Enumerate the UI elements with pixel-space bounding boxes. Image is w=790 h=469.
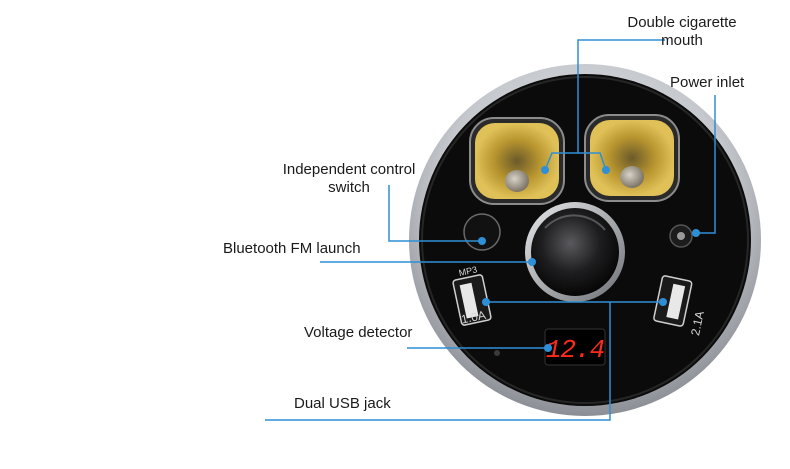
dot-cig-right [602, 166, 610, 174]
dot-usb-right [659, 298, 667, 306]
label-independent-switch: Independent control switch [270, 161, 428, 197]
dot-usb-left [482, 298, 490, 306]
dot-voltage [544, 344, 552, 352]
device-face-sheen [421, 76, 749, 404]
callout-dots [478, 166, 700, 352]
device: MP3 1.0A 1.0A 2.1A 12.4 [409, 64, 761, 416]
label-double-cigarette-line1: Double cigarette [627, 14, 737, 31]
label-bluetooth-fm: Bluetooth FM launch [223, 240, 361, 257]
label-independent-line2: switch [328, 179, 370, 196]
label-dual-usb: Dual USB jack [294, 395, 391, 412]
label-double-cigarette: Double cigarette mouth [612, 14, 752, 50]
label-independent-line1: Independent control [282, 161, 416, 178]
usb-left-tag: MP3 [458, 264, 478, 278]
cigarette-socket-right [584, 114, 680, 202]
usb-port-left: MP3 [452, 264, 492, 326]
voltage-display: 12.4 [544, 328, 606, 366]
callout-double-cigarette [577, 39, 665, 153]
bluetooth-knob [525, 202, 625, 302]
usb-left-current-label: 1.0A [460, 308, 487, 327]
label-voltage-detector: Voltage detector [304, 324, 413, 341]
callout-independent-switch [388, 185, 482, 242]
usb-port-right [653, 275, 693, 327]
label-double-cigarette-line2: mouth [661, 32, 703, 49]
callout-lines [265, 39, 716, 421]
dot-cig-left [541, 166, 549, 174]
callout-dual-usb [265, 302, 611, 421]
dot-switch [478, 237, 486, 245]
power-inlet [669, 224, 693, 248]
dot-bluetooth [528, 258, 536, 266]
callout-double-cigarette-branch [544, 152, 607, 171]
usb-right-current-label: 2.1A [688, 310, 707, 337]
cigarette-socket-left [469, 117, 565, 205]
label-power-inlet: Power inlet [670, 74, 745, 91]
dot-power-inlet [692, 229, 700, 237]
indicator-dot [494, 350, 500, 356]
voltage-reading: 12.4 [546, 335, 605, 365]
callout-power-inlet [696, 95, 716, 234]
